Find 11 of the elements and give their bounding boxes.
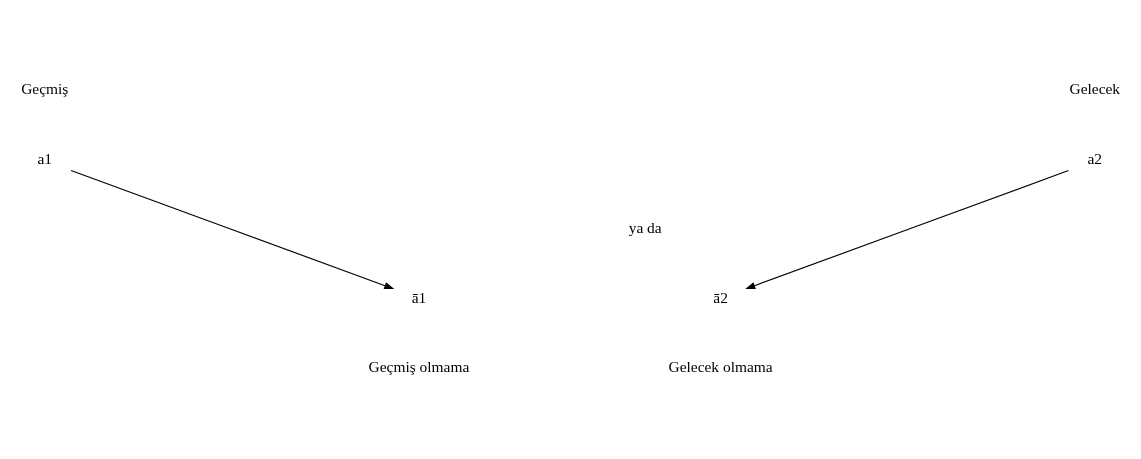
- label: ya da: [628, 219, 662, 237]
- node-text: a2: [1087, 149, 1103, 167]
- node-text: a1: [37, 149, 53, 167]
- node-label: Gelecek: [1069, 79, 1121, 97]
- node-label: Geçmiş: [21, 79, 69, 97]
- node-text: ā1: [411, 288, 427, 306]
- node-label: Geçmiş olmama: [368, 358, 470, 376]
- node-text: ā2: [713, 288, 728, 306]
- node-label: Gelecek olmama: [668, 358, 773, 376]
- arrow: [70, 169, 395, 290]
- arrow: [745, 169, 1070, 290]
